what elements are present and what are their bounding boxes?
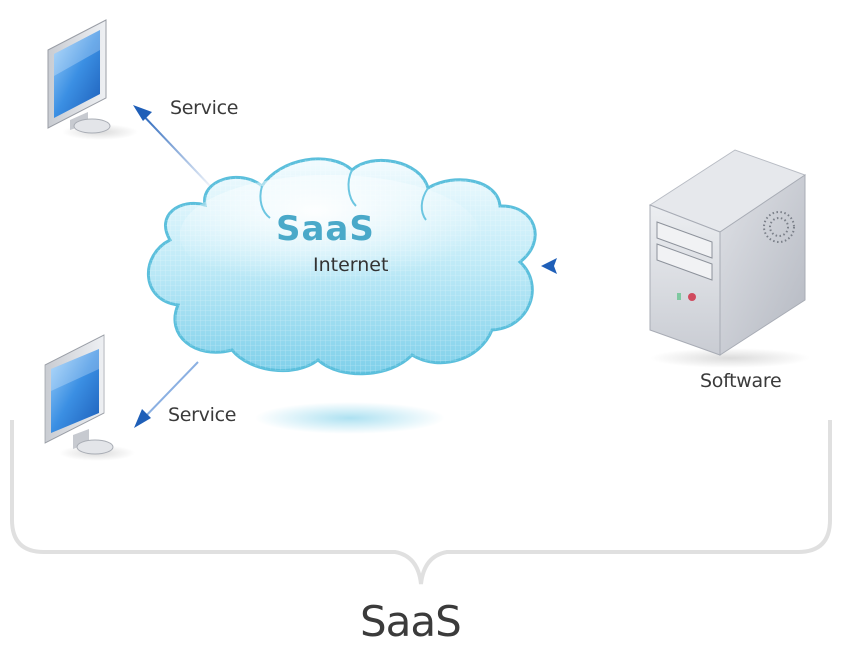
server-tower-icon	[648, 149, 810, 368]
arrow-head-icon	[541, 258, 557, 274]
service-label-bottom: Service	[168, 404, 237, 426]
arrow-to-top-client	[133, 105, 213, 189]
cloud-subtitle: Internet	[313, 254, 389, 276]
cloud-icon	[146, 157, 537, 376]
arrow-server-to-cloud	[541, 258, 630, 274]
diagram-title: SaaS	[360, 597, 462, 646]
monitor-icon	[47, 19, 138, 140]
service-label-top: Service	[170, 97, 239, 119]
arrow-head-icon	[134, 409, 151, 428]
cloud-title: SaaS	[276, 209, 375, 249]
enclosing-bracket	[10, 420, 832, 585]
monitor-icon	[44, 334, 135, 461]
arrow-head-icon	[133, 105, 152, 121]
arrow-to-bottom-client	[134, 361, 199, 428]
cloud-shadow	[255, 402, 445, 434]
software-label: Software	[700, 370, 782, 392]
